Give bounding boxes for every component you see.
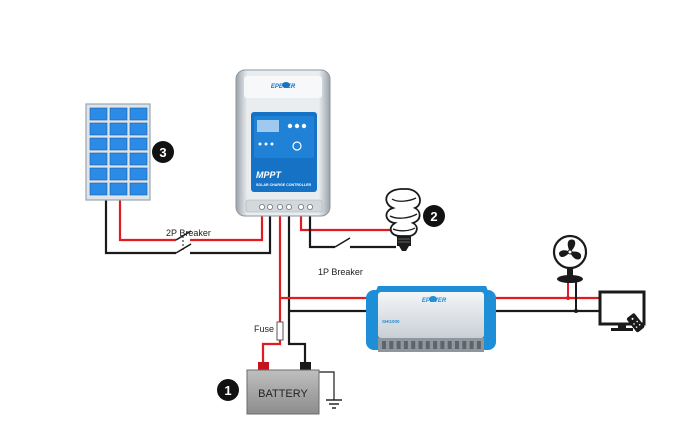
solar-cell	[109, 107, 128, 121]
ground-icon	[326, 399, 342, 409]
vent-slot	[433, 341, 438, 349]
battery-label: BATTERY	[258, 388, 308, 400]
breaker-2p-label: 2P Breaker	[166, 228, 211, 238]
vent-slot	[455, 341, 459, 349]
panel-marker: 3	[152, 141, 174, 163]
solar-cell	[109, 137, 128, 151]
terminal-screw	[285, 203, 292, 210]
solar-cell	[129, 122, 148, 136]
controller-status-led	[264, 142, 268, 146]
controller-status-led	[258, 142, 262, 146]
controller-brand: EPEVER	[271, 84, 296, 90]
controller-button[interactable]	[287, 123, 293, 129]
solar-cell	[89, 122, 108, 136]
controller-button[interactable]	[294, 123, 300, 129]
inverter-vents	[382, 341, 481, 349]
breaker2p-negative-out	[190, 214, 272, 255]
battery-positive-terminal	[258, 362, 269, 370]
vent-slot	[476, 341, 481, 349]
wiring	[104, 200, 600, 400]
fan-icon	[552, 234, 588, 283]
panel-marker-label: 3	[159, 145, 166, 160]
solar-cell	[109, 167, 128, 181]
terminal-screw	[258, 203, 265, 210]
solar-cell	[129, 137, 148, 151]
vent-slot	[389, 341, 394, 349]
ground-wire	[318, 371, 335, 400]
controller-product-line: MPPT	[256, 170, 283, 180]
solar-cell	[89, 182, 108, 196]
battery-marker: 1	[217, 379, 239, 401]
solar-cell	[129, 152, 148, 166]
controller-status-led	[270, 142, 274, 146]
load-positive-wire	[299, 214, 396, 232]
load-negative-wire	[308, 214, 335, 249]
terminal-screw	[297, 203, 304, 210]
controller-subtitle: SOLAR CHARGE CONTROLLER	[256, 183, 312, 187]
controller-logo-icon	[282, 82, 290, 88]
vent-slot	[469, 341, 474, 349]
charge-controller: EPEVER MPPT SOLAR CHARGE CONTROLLER	[235, 69, 331, 217]
breaker2p-positive-out	[190, 214, 264, 242]
load-marker: 2	[423, 205, 445, 227]
solar-cell	[129, 107, 148, 121]
panel-positive-wire	[118, 200, 176, 242]
panel-negative-wire	[104, 200, 176, 255]
solar-cell	[89, 107, 108, 121]
solar-panel-icon	[85, 103, 151, 201]
vent-slot	[447, 341, 452, 349]
solar-cell	[129, 167, 148, 181]
remote-control-icon	[626, 313, 645, 333]
light-bulb-icon	[385, 188, 421, 251]
solar-cell	[89, 152, 108, 166]
terminal-screw	[266, 203, 273, 210]
battery-negative-wire	[287, 214, 307, 362]
solar-cell	[129, 182, 148, 196]
controller-center-button[interactable]	[292, 141, 302, 151]
vent-slot	[418, 341, 423, 349]
inverter: EPEVER SHI1000	[366, 286, 496, 352]
breaker-1p-label: 1P Breaker	[318, 267, 363, 277]
controller-lcd	[257, 120, 279, 132]
vent-slot	[411, 341, 416, 349]
battery-positive-wire-2	[261, 340, 282, 362]
solar-cell	[89, 167, 108, 181]
solar-cell	[109, 182, 128, 196]
vent-slot	[382, 341, 386, 349]
solar-cell	[89, 137, 108, 151]
junction-dot	[574, 309, 578, 313]
fuse	[276, 321, 284, 341]
inverter-brand: EPEVER	[422, 298, 447, 304]
load-marker-label: 2	[430, 209, 437, 224]
solar-cell	[109, 122, 128, 136]
tv-icon	[598, 290, 646, 333]
solar-cell	[109, 152, 128, 166]
vent-slot	[425, 341, 430, 349]
vent-slot	[403, 341, 408, 349]
inverter-logo-icon	[429, 296, 437, 302]
vent-slot	[440, 341, 445, 349]
battery: BATTERY	[246, 362, 320, 415]
inverter-model: SHI1000	[382, 319, 400, 324]
breaker1p-switch	[334, 237, 351, 248]
controller-button[interactable]	[301, 123, 307, 129]
terminal-screw	[306, 203, 313, 210]
vent-slot	[396, 341, 401, 349]
breaker2p-switch-1	[175, 230, 192, 241]
controller-terminals	[258, 203, 313, 210]
battery-negative-terminal	[300, 362, 311, 370]
terminal-screw	[276, 203, 283, 210]
vent-slot	[462, 341, 467, 349]
battery-marker-label: 1	[224, 383, 231, 398]
fuse-label: Fuse	[254, 324, 274, 334]
junction-dot	[566, 296, 570, 300]
